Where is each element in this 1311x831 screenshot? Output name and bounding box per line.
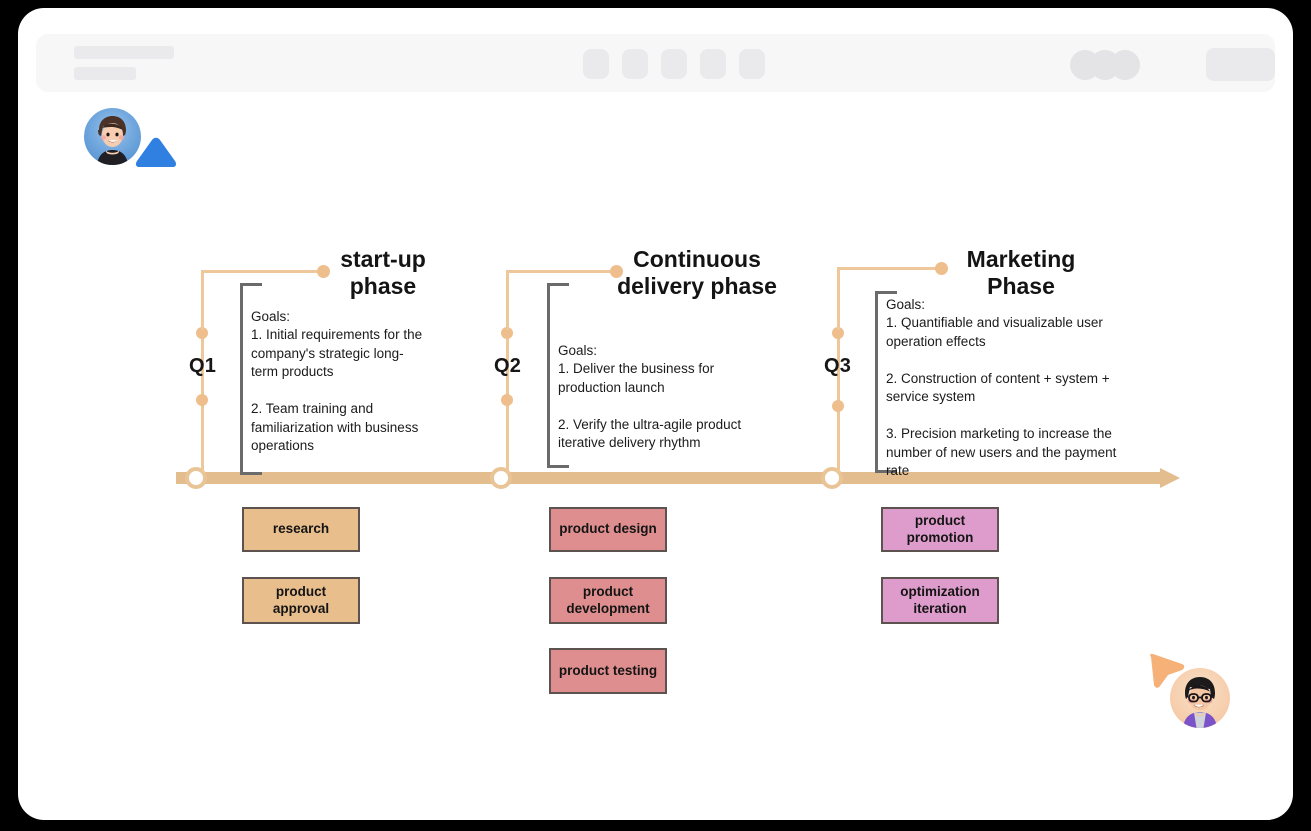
toolbar-tool-3[interactable] — [661, 49, 687, 79]
stem-dot-q1-upper — [196, 327, 208, 339]
cursor-blue-icon — [135, 137, 177, 167]
phase-title-q3: Marketing Phase — [966, 246, 1076, 300]
toolbar-tool-1[interactable] — [583, 49, 609, 79]
goals-bracket-q2 — [547, 283, 569, 468]
deliverable-q2-2[interactable]: product development — [549, 577, 667, 624]
elbow-v-q1 — [201, 270, 204, 330]
collaborator-avatar-blue — [84, 108, 141, 165]
toolbar-avatar-3[interactable] — [1110, 50, 1140, 80]
stem-dot-q2-lower — [501, 394, 513, 406]
stem-dot-q1-lower — [196, 394, 208, 406]
collaborator-avatar-orange — [1170, 668, 1230, 728]
phase-title-q2: Continuous delivery phase — [617, 246, 777, 300]
cursor-orange-icon — [1150, 653, 1185, 688]
goals-bracket-q3 — [875, 291, 897, 473]
elbow-h-q2 — [506, 270, 616, 273]
deliverable-q3-2[interactable]: optimization iteration — [881, 577, 999, 624]
app-window-card: Q1 start-up phase Goals: 1. Initial requ… — [18, 8, 1293, 820]
deliverable-q1-1[interactable]: research — [242, 507, 360, 552]
quarter-label-q2: Q2 — [494, 355, 522, 377]
deliverable-q2-3[interactable]: product testing — [549, 648, 667, 694]
avatar-face-illustration-2 — [1183, 677, 1217, 728]
toolbar-share-button[interactable] — [1206, 48, 1275, 81]
toolbar-subtitle-placeholder — [74, 67, 136, 80]
quarter-label-q1: Q1 — [189, 355, 217, 377]
elbow-v-q2 — [506, 270, 509, 330]
goals-text-q3: Goals: 1. Quantifiable and visualizable … — [886, 297, 1117, 479]
elbow-v-q3 — [837, 267, 840, 330]
elbow-h-q3 — [837, 267, 941, 270]
stem-dot-q3-upper — [832, 327, 844, 339]
avatar-face-illustration — [97, 116, 128, 165]
stem-dot-q2-upper — [501, 327, 513, 339]
phase-bullet-q1 — [317, 265, 330, 278]
stem-dot-q3-lower — [832, 400, 844, 412]
phase-bullet-q3 — [935, 262, 948, 275]
deliverable-q2-1[interactable]: product design — [549, 507, 667, 552]
toolbar-title-placeholder — [74, 46, 174, 59]
toolbar-tool-4[interactable] — [700, 49, 726, 79]
deliverable-q1-2[interactable]: product approval — [242, 577, 360, 624]
phase-bullet-q2 — [610, 265, 623, 278]
toolbar-tool-2[interactable] — [622, 49, 648, 79]
timeline-arrow-icon — [1160, 468, 1180, 488]
goals-bracket-q1 — [240, 283, 262, 475]
timeline-axis — [176, 472, 1162, 484]
toolbar-tool-5[interactable] — [739, 49, 765, 79]
phase-title-q1: start-up phase — [340, 246, 426, 300]
deliverable-q3-1[interactable]: product promotion — [881, 507, 999, 552]
quarter-label-q3: Q3 — [824, 355, 852, 377]
toolbar — [36, 34, 1275, 92]
goals-text-q2: Goals: 1. Deliver the business for produ… — [558, 343, 742, 451]
elbow-h-q1 — [201, 270, 323, 273]
goals-text-q1: Goals: 1. Initial requirements for the c… — [251, 309, 423, 454]
